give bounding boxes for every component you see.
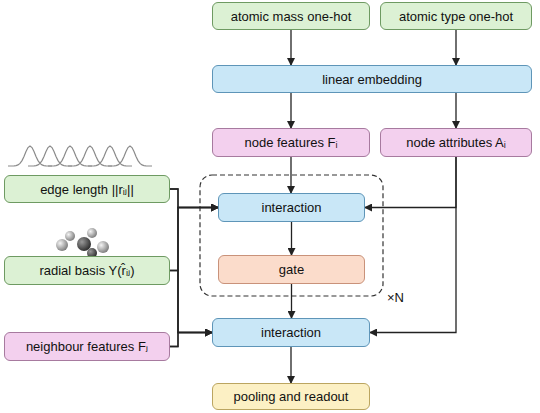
process-box: linear embedding bbox=[212, 65, 532, 93]
connector-arrow bbox=[291, 222, 292, 255]
node-text: atomic type one-hot bbox=[399, 9, 513, 24]
gaussian-curve bbox=[68, 146, 112, 166]
gaussian-basis-curves bbox=[8, 146, 152, 166]
node-text: node attributes Aᵢ bbox=[406, 135, 506, 150]
connector-arrow bbox=[170, 271, 212, 333]
node-text: edge length ||rᵢⱼ|| bbox=[40, 182, 134, 197]
connector-arrow bbox=[455, 30, 456, 65]
gaussian-curve bbox=[48, 146, 92, 166]
node-text: node features Fᵢ bbox=[244, 135, 337, 150]
connector-arrow bbox=[170, 208, 218, 347]
process-box: interaction bbox=[218, 193, 365, 222]
gaussian-curve bbox=[8, 146, 52, 166]
node-text: gate bbox=[279, 262, 304, 277]
gaussian-curve bbox=[88, 146, 132, 166]
gate-box: gate bbox=[218, 255, 365, 284]
connector-arrow bbox=[290, 347, 291, 383]
connector-arrow bbox=[290, 30, 291, 65]
node-text: pooling and readout bbox=[234, 389, 349, 404]
connector-arrow bbox=[170, 208, 218, 271]
feature-box: node attributes Aᵢ bbox=[380, 128, 532, 157]
input-box: radial basis Y(r̂ᵢⱼ) bbox=[4, 256, 170, 285]
input-box: edge length ||rᵢⱼ|| bbox=[4, 175, 170, 203]
process-box: interaction bbox=[212, 318, 370, 347]
feature-box: neighbour features Fⱼ bbox=[4, 332, 170, 361]
gaussian-curve bbox=[28, 146, 72, 166]
connector-arrow bbox=[291, 284, 292, 318]
node-text: atomic mass one-hot bbox=[231, 9, 352, 24]
connector-arrow bbox=[170, 189, 218, 208]
input-box: atomic mass one-hot bbox=[212, 2, 370, 30]
repeat-count: ×N bbox=[385, 290, 406, 305]
connector-arrow bbox=[370, 157, 456, 333]
connector-arrow bbox=[365, 157, 456, 208]
atom-spheres bbox=[56, 228, 109, 258]
connector-arrow bbox=[455, 93, 456, 128]
connector-arrow bbox=[290, 93, 291, 128]
input-box: atomic type one-hot bbox=[380, 2, 532, 30]
connector-arrow bbox=[290, 157, 291, 193]
output-box: pooling and readout bbox=[212, 383, 370, 410]
connector-arrow bbox=[170, 333, 212, 347]
connector-arrow bbox=[170, 189, 212, 333]
node-text: neighbour features Fⱼ bbox=[26, 339, 148, 354]
repeat-block-outline bbox=[200, 175, 383, 296]
node-text: interaction bbox=[262, 200, 322, 215]
node-text: linear embedding bbox=[322, 72, 422, 87]
node-text: radial basis Y(r̂ᵢⱼ) bbox=[39, 263, 134, 278]
feature-box: node features Fᵢ bbox=[212, 128, 370, 157]
gaussian-curve bbox=[108, 146, 152, 166]
node-text: interaction bbox=[261, 325, 321, 340]
